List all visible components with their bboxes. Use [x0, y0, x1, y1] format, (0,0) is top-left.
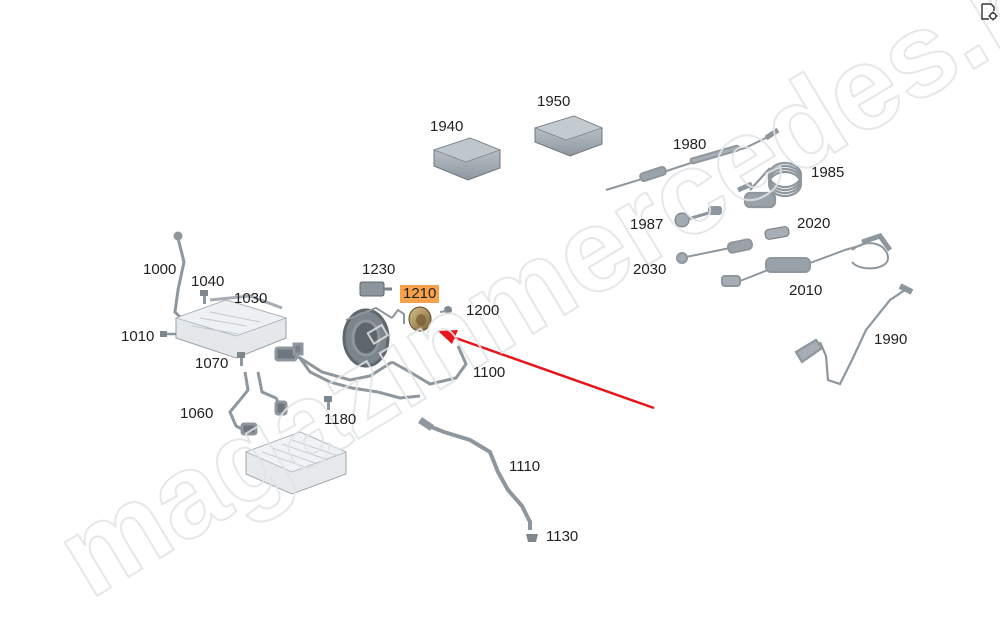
callout-1980[interactable]: 1980	[673, 136, 707, 153]
part-1010[interactable]	[160, 331, 176, 337]
part-1110[interactable]	[418, 417, 532, 530]
part-1940[interactable]	[432, 137, 502, 181]
part-1180[interactable]	[324, 396, 332, 410]
part-1200[interactable]	[439, 306, 452, 314]
callout-2020[interactable]: 2020	[797, 215, 831, 232]
callout-1010[interactable]: 1010	[121, 328, 155, 345]
part-1210[interactable]	[391, 306, 432, 332]
settings-page-icon[interactable]	[980, 3, 998, 21]
part-1070[interactable]	[237, 352, 245, 366]
part-control-unit[interactable]	[244, 431, 348, 495]
part-1990[interactable]	[794, 283, 914, 386]
part-2030[interactable]	[676, 238, 754, 264]
callout-1200[interactable]: 1200	[466, 302, 500, 319]
callout-1180[interactable]: 1180	[324, 411, 357, 428]
part-1950[interactable]	[533, 115, 604, 157]
callout-1040[interactable]: 1040	[191, 273, 225, 290]
part-1060[interactable]	[228, 371, 288, 436]
part-1130[interactable]	[526, 534, 538, 542]
part-1040[interactable]	[200, 290, 208, 304]
part-2020[interactable]	[764, 226, 790, 240]
callout-1060[interactable]: 1060	[180, 405, 214, 422]
part-1000[interactable]	[173, 231, 187, 324]
callout-1210-highlighted[interactable]: 1210	[400, 285, 440, 303]
part-2010[interactable]	[721, 233, 893, 287]
callout-2010[interactable]: 2010	[789, 282, 823, 299]
part-1987[interactable]	[674, 206, 722, 228]
callout-1950[interactable]: 1950	[537, 93, 571, 110]
callout-1000[interactable]: 1000	[143, 261, 177, 278]
highlight-arrow	[438, 330, 655, 410]
callout-1940[interactable]: 1940	[430, 118, 464, 135]
part-1980[interactable]	[605, 127, 780, 191]
callout-1110[interactable]: 1110	[509, 458, 541, 475]
callout-1130[interactable]: 1130	[546, 528, 579, 545]
callout-1030[interactable]: 1030	[234, 290, 268, 307]
callout-1985[interactable]: 1985	[811, 164, 845, 181]
part-1985[interactable]	[737, 161, 803, 209]
callout-1230[interactable]: 1230	[362, 261, 396, 278]
callout-1987[interactable]: 1987	[630, 216, 664, 233]
part-1100[interactable]	[274, 306, 468, 400]
part-1230[interactable]	[359, 281, 392, 297]
callout-1990[interactable]: 1990	[874, 331, 908, 348]
callout-2030[interactable]: 2030	[633, 261, 667, 278]
part-1030[interactable]	[174, 294, 288, 359]
callout-1070[interactable]: 1070	[195, 355, 229, 372]
callout-1100[interactable]: 1100	[473, 364, 506, 381]
